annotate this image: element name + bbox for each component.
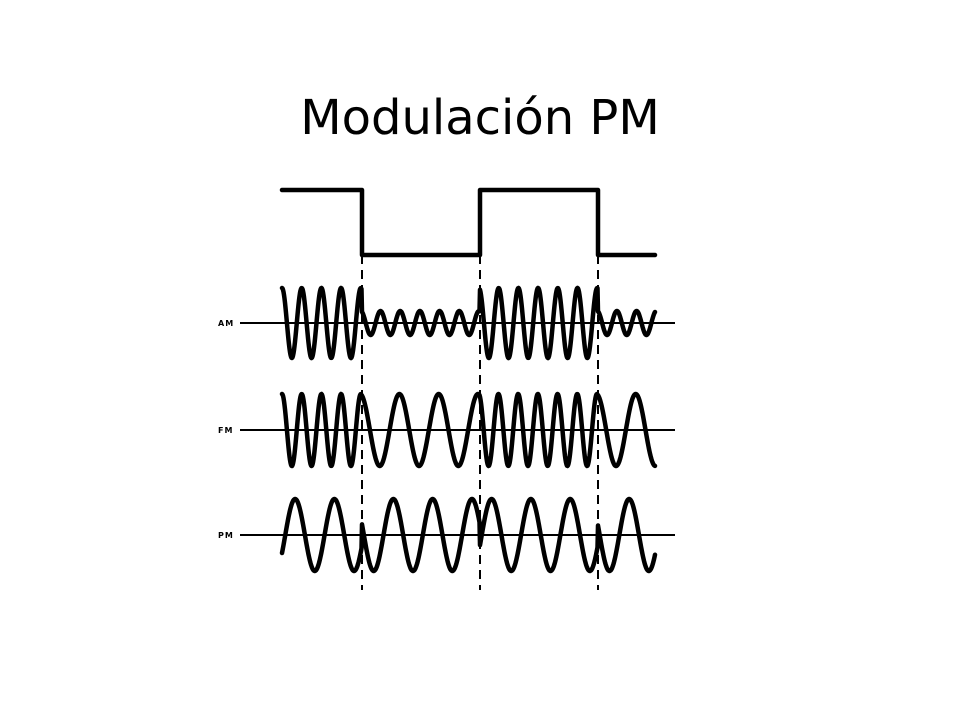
am-waveform xyxy=(279,285,658,361)
digital-signal-square-wave xyxy=(279,187,658,258)
fm-label: FM xyxy=(218,426,233,435)
am-label: AM xyxy=(218,319,234,328)
slide-title: Modulación PM xyxy=(300,90,660,147)
pm-label: PM xyxy=(218,531,234,540)
modulation-diagram: AM FM PM xyxy=(218,187,675,590)
pm-waveform xyxy=(279,496,658,574)
fm-waveform xyxy=(279,391,658,469)
